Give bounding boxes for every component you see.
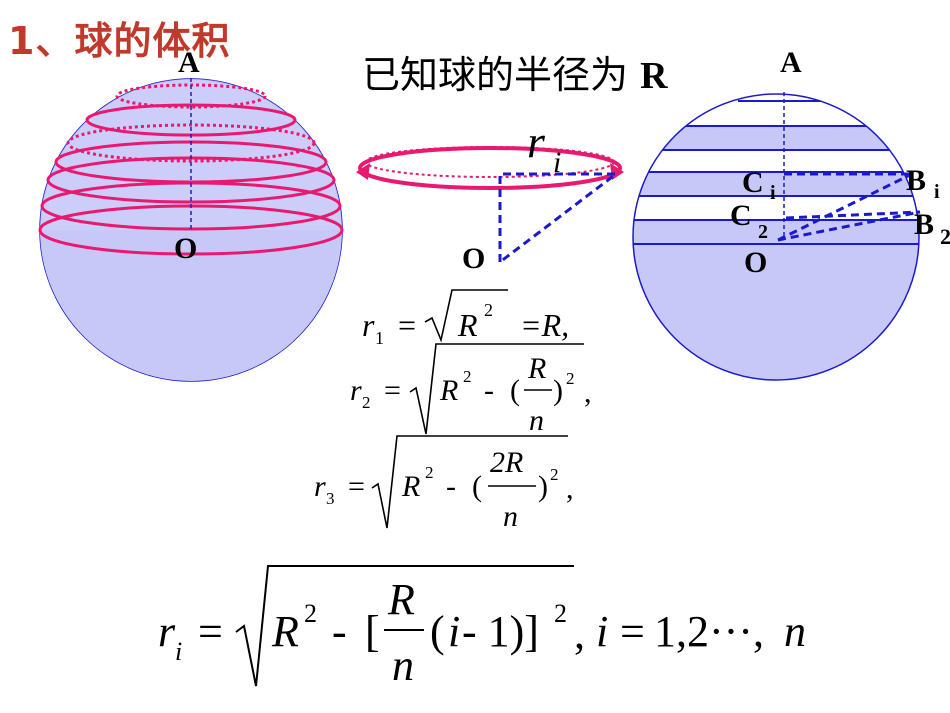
fi-sub: i — [175, 637, 182, 666]
right-sphere-slices — [633, 100, 919, 245]
f2-sqrt — [409, 343, 584, 435]
f2-eq: = — [384, 374, 401, 407]
right-label-Bi: B — [906, 164, 926, 197]
fi-paren: ( — [430, 607, 445, 656]
fi-range: 1,2···, — [654, 607, 764, 656]
f1-sub: 1 — [375, 328, 384, 348]
ring-arrow-left — [356, 163, 370, 180]
f3-eq: = — [348, 470, 365, 503]
fi-sup2: 2 — [554, 599, 567, 628]
f2-minus: - — [484, 374, 494, 407]
formula-r1: r 1 = R 2 =R, — [362, 289, 569, 348]
right-label-O: O — [744, 246, 767, 279]
right-label-A: A — [780, 46, 802, 79]
fi-minus-one: - 1)] — [462, 607, 539, 656]
f1-lhs: r — [362, 307, 375, 343]
f3-den: n — [503, 500, 518, 533]
f2-rp: ) — [553, 374, 563, 407]
f2-tail: , — [584, 376, 592, 409]
ring-figure-ellipse — [358, 146, 622, 190]
ring-center-label: O — [462, 242, 485, 275]
f3-minus: - — [446, 470, 456, 503]
given-statement: 已知球的半径为 R — [362, 44, 668, 99]
right-label-B2-sub: 2 — [940, 224, 950, 249]
fi-num: R — [387, 575, 415, 624]
f2-sup2: 2 — [566, 369, 575, 388]
ring-figure: r i O — [356, 116, 624, 275]
f2-sup: 2 — [463, 367, 472, 386]
f2-den: n — [529, 404, 544, 437]
f3-lp: ( — [472, 470, 482, 503]
f3-sup: 2 — [425, 463, 434, 482]
fi-nvar: n — [784, 607, 806, 656]
fi-R: R — [271, 607, 299, 656]
fi-minus: - — [332, 607, 347, 656]
f2-lhs: r — [350, 374, 362, 407]
f3-num: 2R — [490, 446, 523, 479]
formula-ri: r i = R 2 - [ R n ( i - 1)] 2 , i = 1,2·… — [158, 565, 806, 690]
fi-eq: = — [198, 607, 223, 656]
ring-radius-sub: i — [553, 146, 561, 179]
fi-eq2: = — [620, 607, 645, 656]
f3-sqrt — [371, 435, 568, 529]
ring-radius-label: r — [527, 116, 546, 167]
given-text: 已知球的半径为 — [362, 53, 629, 97]
f3-R: R — [401, 470, 420, 503]
fi-comma: , — [574, 609, 585, 658]
f3-sub: 3 — [326, 489, 335, 508]
right-sphere-lower-fill — [633, 237, 919, 380]
fi-lbracket: [ — [365, 607, 380, 656]
fi-i2: i — [596, 607, 608, 656]
given-symbol: R — [640, 55, 668, 97]
formula-r3: r 3 = R 2 - ( 2R n ) 2 , — [314, 435, 574, 533]
left-sphere-lower-fill — [40, 230, 342, 381]
f2-R: R — [439, 374, 458, 407]
left-label-O: O — [174, 232, 197, 265]
ring-3 — [66, 123, 316, 163]
f3-sup2: 2 — [550, 465, 559, 484]
page-title: 1、球的体积 — [8, 19, 231, 63]
right-label-Ci-sub: i — [770, 182, 776, 204]
f1-sqrt — [424, 289, 508, 343]
ring-arrow-right — [610, 163, 624, 180]
left-label-A: A — [178, 46, 200, 79]
f1-sup: 2 — [484, 300, 493, 320]
left-sphere: A O — [38, 46, 344, 382]
fi-den: n — [392, 641, 414, 690]
right-label-C2-sub: 2 — [758, 221, 768, 243]
f3-lhs: r — [314, 470, 326, 503]
f2-sub: 2 — [362, 393, 371, 412]
o-b2-segment — [777, 210, 921, 242]
ring-radius-triangle — [498, 172, 621, 266]
f1-eq: = — [398, 307, 416, 343]
left-sphere-upper-fill — [40, 79, 342, 230]
f3-tail: , — [566, 472, 574, 505]
fi-lhs: r — [158, 607, 176, 656]
right-label-Bi-sub: i — [934, 181, 940, 203]
right-label-C2: C — [730, 199, 752, 232]
right-sphere: A C i C 2 O B i B 2 — [632, 46, 950, 381]
f1-R: R — [457, 307, 478, 343]
f1-tail: =R, — [520, 307, 569, 343]
ring-figure-back — [365, 146, 615, 178]
c2-b2-segment — [785, 210, 921, 220]
o-bi-segment — [777, 172, 913, 242]
f3-rp: ) — [538, 470, 548, 503]
right-label-Ci: C — [742, 166, 764, 199]
f2-lp: ( — [510, 374, 520, 407]
formula-r2: r 2 = R 2 - ( R n ) 2 , — [350, 343, 592, 437]
fi-sqrt — [235, 565, 574, 687]
right-label-B2: B — [914, 208, 934, 241]
right-sphere-outline — [632, 93, 920, 381]
fi-ivar: i — [448, 607, 460, 656]
f2-num: R — [527, 352, 546, 385]
fi-sup: 2 — [304, 599, 317, 628]
